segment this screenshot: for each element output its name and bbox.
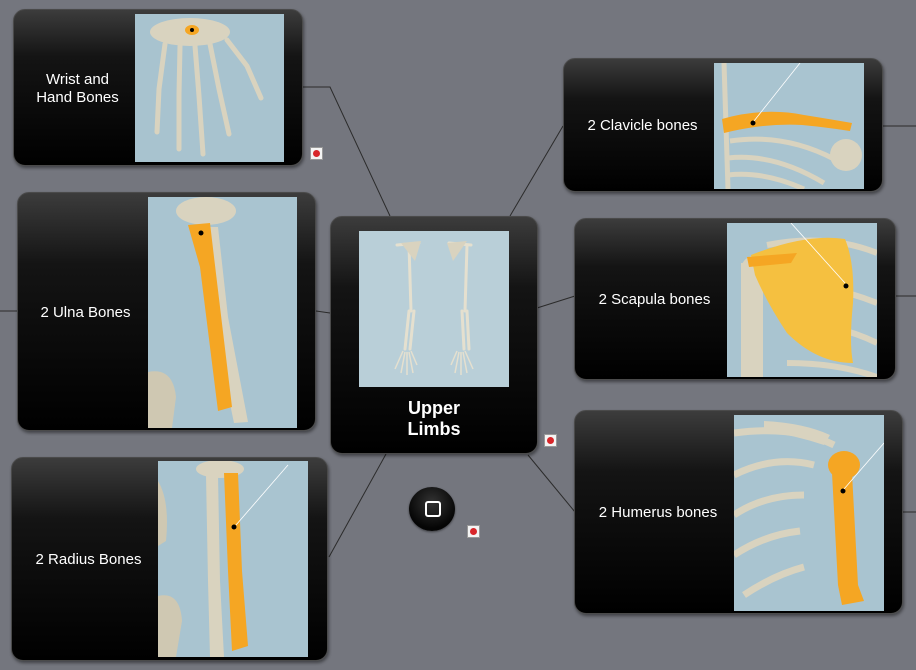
center-node-upper-limbs[interactable]: Upper Limbs [330,216,538,454]
hand-bones-image [135,14,284,162]
node-radius-bones[interactable]: 2 Radius Bones [11,457,328,661]
node-humerus-bones[interactable]: 2 Humerus bones [574,410,903,614]
upper-limbs-image [359,231,509,387]
ulna-bone-image [148,197,297,428]
pdf-attachment-icon[interactable] [544,434,557,447]
home-square-icon[interactable] [409,487,455,531]
node-label: Wrist and Hand Bones [36,70,119,106]
scapula-bone-image [727,223,877,377]
node-label: 2 Radius Bones [35,551,142,568]
center-title: Upper Limbs [407,398,461,439]
radius-bone-image [158,461,308,657]
pdf-attachment-icon[interactable] [310,147,323,160]
node-clavicle-bones[interactable]: 2 Clavicle bones [563,58,883,192]
node-label: 2 Humerus bones [598,504,718,521]
node-wrist-hand-bones[interactable]: Wrist and Hand Bones [13,9,303,166]
pdf-attachment-icon[interactable] [467,525,480,538]
node-scapula-bones[interactable]: 2 Scapula bones [574,218,896,380]
humerus-bone-image [734,415,884,611]
node-label: 2 Scapula bones [598,291,711,308]
square-icon [425,501,441,517]
node-label: 2 Clavicle bones [587,117,698,134]
node-label: 2 Ulna Bones [40,303,131,321]
node-ulna-bones[interactable]: 2 Ulna Bones [17,192,316,431]
clavicle-bone-image [714,63,864,189]
